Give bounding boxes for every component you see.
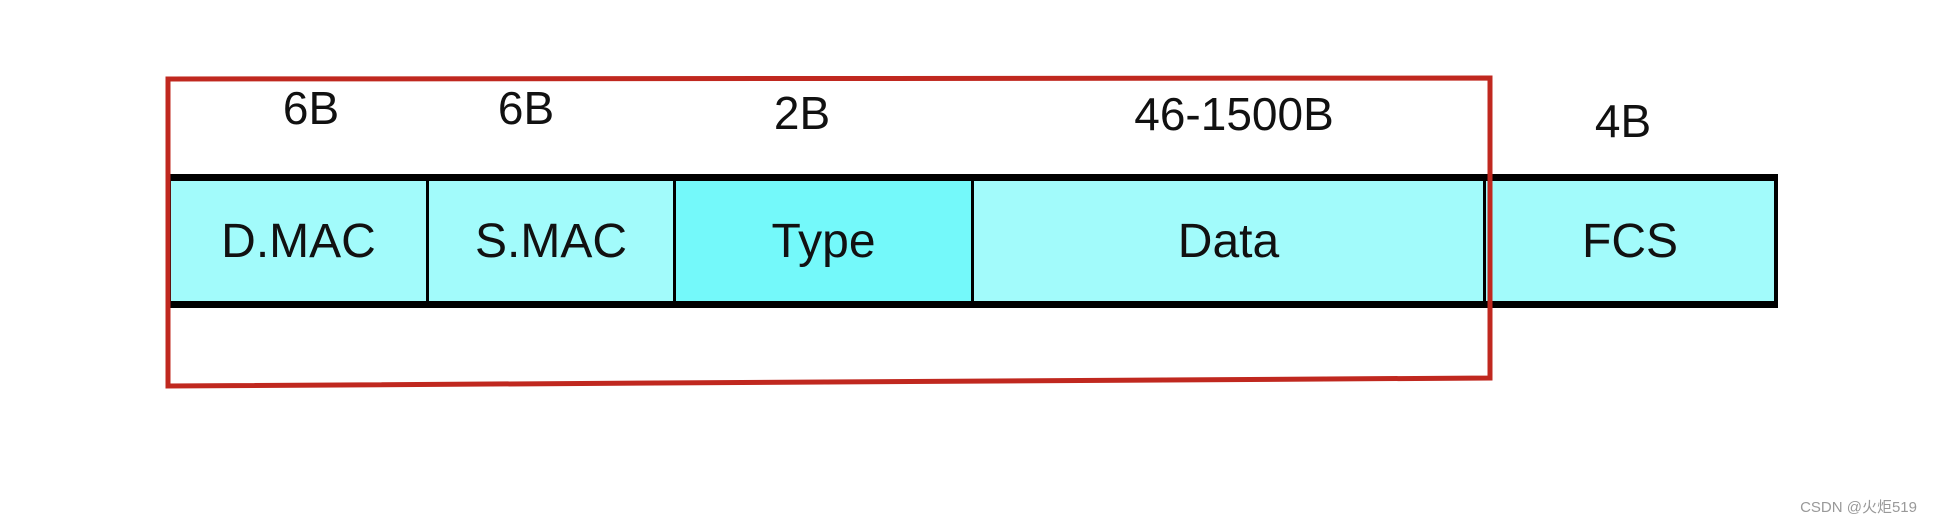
field-data: Data [971, 181, 1483, 301]
field-dmac: D.MAC [171, 181, 426, 301]
size-label-dmac: 6B [282, 82, 340, 134]
field-label: Type [771, 214, 876, 268]
field-label: D.MAC [221, 214, 376, 268]
watermark: CSDN @火炬519 [1800, 499, 1917, 516]
field-label: FCS [1582, 214, 1678, 268]
size-label-type: 2B [773, 87, 831, 139]
size-label-fcs: 4B [1594, 95, 1652, 147]
field-label: S.MAC [474, 214, 627, 268]
field-smac: S.MAC [426, 181, 673, 301]
field-fcs: FCS [1483, 181, 1774, 301]
size-label-data: 46-1500B [1134, 88, 1334, 140]
red-highlight-rect [165, 75, 1493, 389]
size-label-smac: 6B [497, 82, 555, 134]
field-label: Data [1177, 214, 1280, 268]
field-type: Type [673, 181, 971, 301]
ethernet-frame: D.MAC S.MAC Type Data FCS [168, 174, 1778, 308]
